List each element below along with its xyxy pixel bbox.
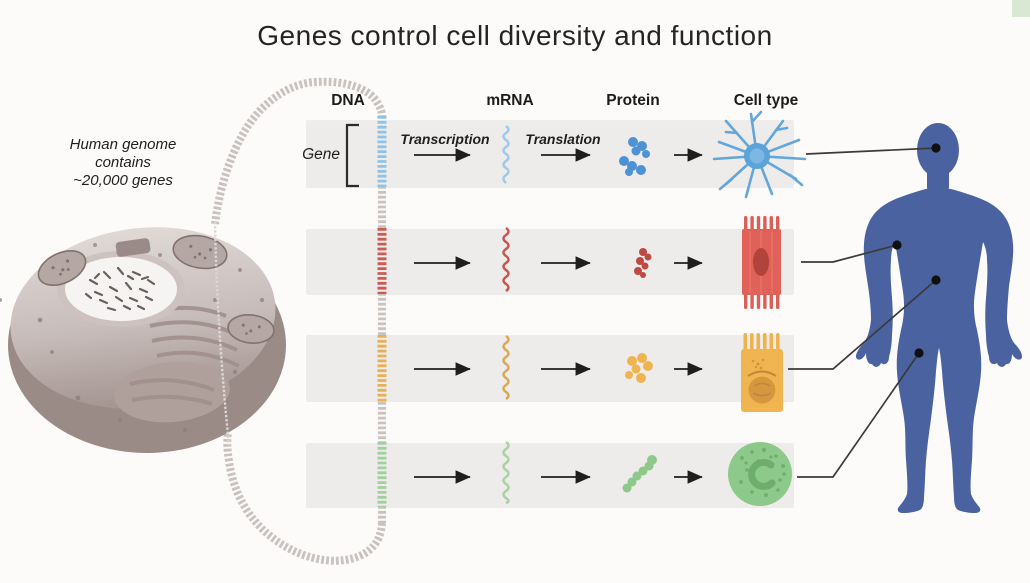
dot-brain: [931, 143, 941, 153]
human-body-silhouette: [855, 123, 1023, 513]
dna-loop-bottom-arc: [223, 431, 386, 565]
centriole: [115, 238, 151, 257]
white-blood-cell-nucleus: [748, 458, 776, 490]
body-target-dots: [892, 143, 941, 358]
chromatin: [84, 266, 156, 312]
protein-muscle: [634, 248, 652, 278]
neuron-icon: [712, 110, 807, 199]
band-row-4: [306, 443, 794, 508]
dot-arm-muscle: [892, 240, 902, 250]
corner-artifact: [1012, 0, 1030, 17]
genome-note-line1: Human genome: [69, 136, 177, 153]
column-header-mrna: mRNA: [486, 92, 534, 109]
dna-loop-top-arc: [211, 77, 386, 225]
endoplasmic-reticulum: [129, 305, 240, 406]
cytoplasm-speckles: [0, 243, 265, 433]
row-bands: [306, 120, 794, 508]
dot-abdomen: [931, 275, 941, 285]
golgi-body: [114, 361, 230, 423]
epithelial-cell-icon: [741, 333, 783, 412]
genome-note-line3: ~20,000 genes: [73, 172, 173, 189]
connector-lines: [788, 147, 937, 478]
band-row-2: [306, 229, 794, 295]
process-arrows: [414, 148, 703, 484]
mrna-squiggle-epithelial: [502, 334, 510, 401]
mrna-squiggle-blood: [502, 440, 510, 505]
gene-bracket: [345, 123, 359, 188]
white-blood-cell-icon: [728, 442, 792, 506]
connector-blood-thigh: [797, 352, 920, 478]
transcription-label: Transcription: [400, 131, 490, 147]
cell-cutaway-illustration: [0, 221, 286, 453]
translation-label: Translation: [525, 131, 601, 147]
dna-loop: [211, 77, 387, 565]
nucleus: [65, 257, 177, 321]
column-header-cell-type: Cell type: [733, 92, 799, 109]
band-row-1: [306, 120, 794, 188]
dna-thread-over-cell: [213, 221, 231, 446]
genome-note: Human genome contains ~20,000 genes: [40, 136, 206, 190]
diagram-title: Genes control cell diversity and functio…: [257, 20, 773, 51]
protein-epithelial: [625, 353, 653, 383]
epithelial-cell-nucleus: [748, 376, 776, 404]
muscle-cell-icon: [742, 216, 781, 309]
epithelial-speckles: [751, 358, 765, 370]
gene-label: Gene: [302, 146, 340, 163]
mrna-squiggle-muscle: [502, 226, 510, 293]
dot-thigh: [914, 348, 924, 358]
protein-neuron: [619, 137, 650, 176]
microvilli: [743, 333, 780, 351]
muscle-cell-nucleus: [753, 248, 769, 276]
mrna-squiggle-neuron: [502, 124, 510, 184]
column-header-dna: DNA: [331, 92, 365, 109]
connector-epithelial-abdomen: [788, 279, 937, 370]
connector-muscle-arm: [801, 244, 898, 263]
connector-neuron-brain: [805, 147, 937, 155]
mitochondria: [37, 234, 275, 344]
protein-column: [619, 137, 657, 493]
mrna-column: [502, 124, 510, 505]
column-header-protein: Protein: [606, 92, 660, 109]
protein-blood: [622, 455, 657, 493]
genome-note-line2: contains: [95, 154, 151, 171]
